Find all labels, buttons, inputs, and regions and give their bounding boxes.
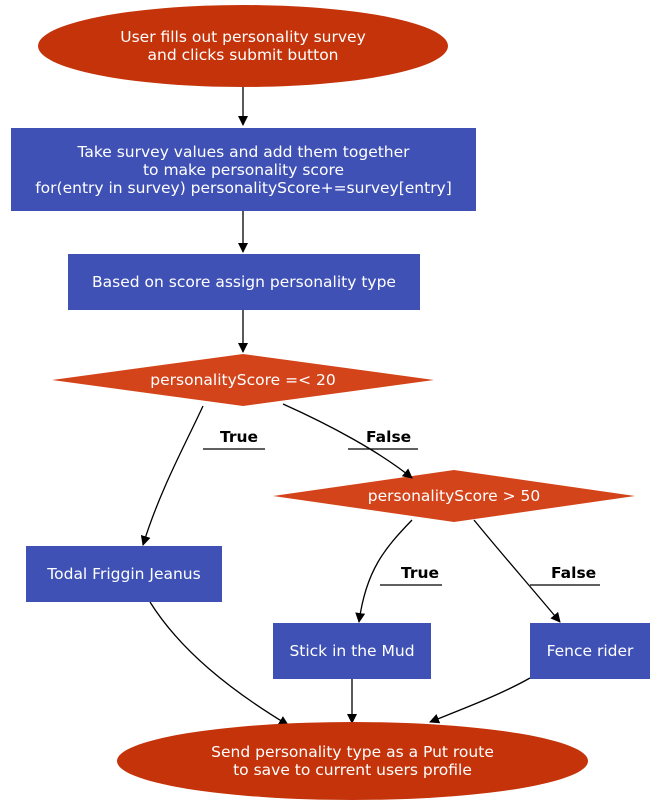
edge-fence-end [429, 677, 531, 724]
assign-node: Based on score assign personality type [68, 254, 420, 310]
decision2-node: personalityScore > 50 [273, 470, 635, 522]
mud-node-label: Stick in the Mud [289, 642, 415, 660]
edge-label-d1-true: True [220, 428, 259, 446]
decision1-diamond [52, 354, 434, 406]
decision1-label: personalityScore =< 20 [150, 371, 336, 389]
edge-d2-true [355, 519, 413, 623]
start-node-label: User fills out personality survey and cl… [120, 28, 366, 64]
start-node: User fills out personality survey and cl… [38, 5, 448, 87]
edge-genius-end [149, 601, 289, 726]
genius-node: Todal Friggin Jeanus [26, 546, 222, 602]
assign-node-label: Based on score assign personality type [92, 273, 396, 291]
end-node-label: Send personality type as a Put route to … [211, 743, 494, 779]
edge-label-d1-false: False [366, 428, 412, 446]
edge-label-d2-true: True [401, 564, 440, 582]
fence-node: Fence rider [530, 623, 650, 679]
decision2-diamond [273, 470, 635, 522]
edge-d1-false [282, 403, 413, 479]
fence-node-label: Fence rider [546, 642, 634, 660]
edge-label-d2-false: False [551, 564, 597, 582]
edge-d2-false [473, 519, 561, 623]
mud-node: Stick in the Mud [273, 623, 431, 679]
sum-node: Take survey values and add them together… [11, 128, 476, 211]
genius-node-label: Todal Friggin Jeanus [47, 565, 201, 583]
decision2-label: personalityScore > 50 [367, 487, 541, 505]
end-node: Send personality type as a Put route to … [117, 722, 588, 800]
sum-node-label: Take survey values and add them together… [35, 142, 452, 197]
decision1-node: personalityScore =< 20 [52, 354, 434, 406]
edge-d1-true [140, 405, 204, 546]
